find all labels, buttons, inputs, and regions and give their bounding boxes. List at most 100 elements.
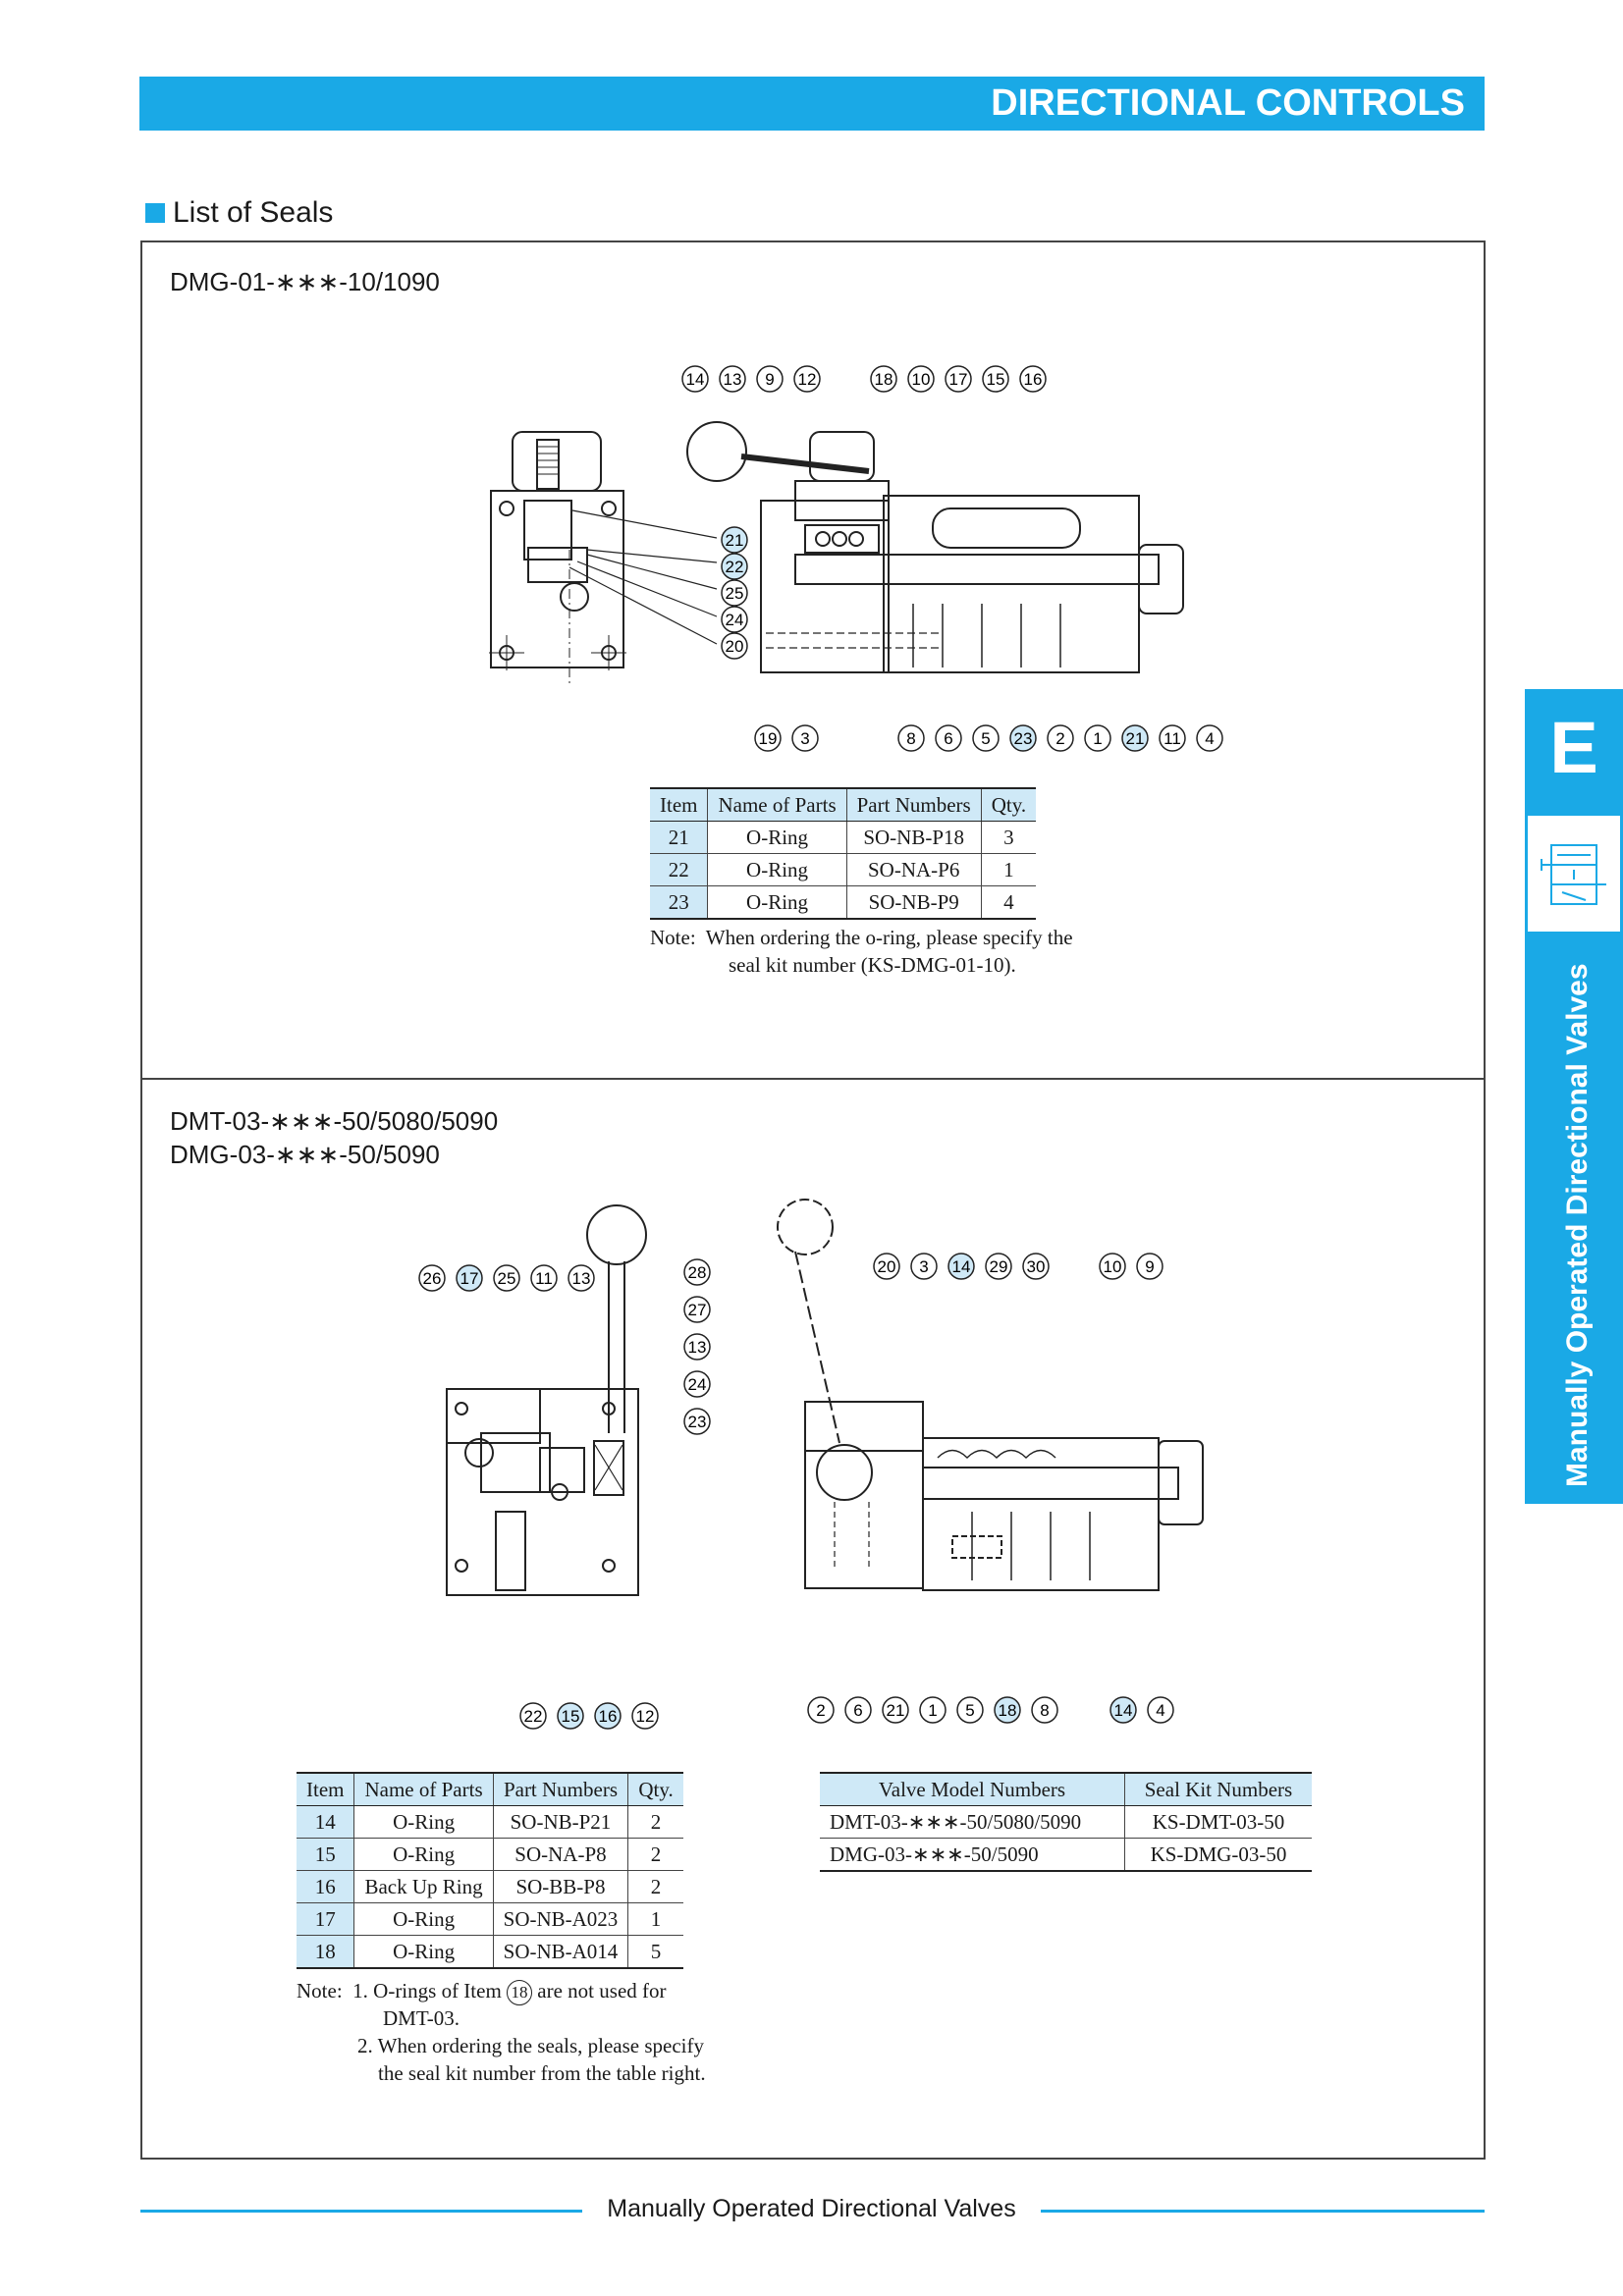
callout-number: 13 <box>724 370 742 389</box>
callout-number: 3 <box>919 1257 928 1276</box>
callout-number: 6 <box>853 1701 862 1720</box>
col-seal-kit: Seal Kit Numbers <box>1124 1772 1312 1806</box>
callout-circle <box>1121 724 1149 752</box>
callout-number: 14 <box>1114 1701 1133 1720</box>
callout-number: 16 <box>1024 370 1043 389</box>
callout-circle <box>807 1696 835 1724</box>
seal-kit-table: Valve Model Numbers Seal Kit Numbers DMT… <box>820 1772 1312 1872</box>
col-qty: Qty. <box>980 787 1037 822</box>
callout-circle <box>882 1696 909 1724</box>
callout-circle <box>1009 724 1037 752</box>
callout-number: 5 <box>965 1701 974 1720</box>
callout-circle <box>1099 1253 1126 1280</box>
section-title: List of Seals <box>145 196 333 230</box>
callout-circle <box>631 1702 659 1730</box>
item-callout: 18 <box>507 1980 533 2005</box>
callout-number: 5 <box>981 729 990 748</box>
callout-circle <box>721 579 748 607</box>
callout-circle <box>418 1264 446 1292</box>
callout-circle <box>1109 1696 1137 1724</box>
side-tab-letter: E <box>1525 689 1623 807</box>
side-tab-label: Manually Operated Directional Valves <box>1561 963 1594 1487</box>
callout-circle <box>985 1253 1012 1280</box>
callout-circle <box>721 632 748 660</box>
panel2-note-2: 2. When ordering the seals, please speci… <box>357 2034 704 2057</box>
callout-circle <box>683 1296 711 1323</box>
callout-circle <box>568 1264 595 1292</box>
callout-circle <box>756 365 784 393</box>
footer-line-right <box>1041 2210 1485 2213</box>
callout-circle <box>1084 724 1111 752</box>
footer-text: Manually Operated Directional Valves <box>607 2195 1016 2222</box>
callout-circle <box>721 526 748 554</box>
callout-circle <box>530 1264 558 1292</box>
callout-number: 21 <box>887 1701 905 1720</box>
col-qty: Qty. <box>627 1772 683 1806</box>
callout-number: 15 <box>987 370 1005 389</box>
footer-line-left <box>140 2210 582 2213</box>
panel1-note-line2: seal kit number (KS-DMG-01-10). <box>729 953 1016 977</box>
svg-text:Manually Operated Directional: Manually Operated Directional Valves <box>1561 963 1594 1487</box>
callout-circle <box>910 1253 938 1280</box>
callout-number: 25 <box>498 1269 516 1288</box>
callout-number: 24 <box>726 611 744 629</box>
panel1-model: DMG-01-∗∗∗-10/1090 <box>170 267 440 296</box>
callout-circle <box>1196 724 1223 752</box>
callout-circle <box>982 365 1009 393</box>
callout-number: 2 <box>816 1701 825 1720</box>
callout-circle <box>721 553 748 580</box>
callout-circle <box>873 1253 900 1280</box>
callout-circle <box>1136 1253 1163 1280</box>
col-item: Item <box>297 1772 354 1806</box>
callout-number: 9 <box>1145 1257 1154 1276</box>
callout-number: 13 <box>572 1269 591 1288</box>
callout-circle <box>719 365 746 393</box>
callout-number: 10 <box>1104 1257 1122 1276</box>
panel2-model-1: DMT-03-∗∗∗-50/5080/5090 <box>170 1106 499 1136</box>
callout-circle <box>791 724 819 752</box>
col-part: Part Numbers <box>845 787 982 822</box>
callout-number: 30 <box>1027 1257 1046 1276</box>
callout-circle <box>1019 365 1047 393</box>
valve-symbol-icon <box>1527 815 1621 933</box>
callout-number: 23 <box>688 1413 707 1431</box>
panel2-model-2: DMG-03-∗∗∗-50/5090 <box>170 1140 440 1169</box>
page-header: DIRECTIONAL CONTROLS <box>139 77 1485 131</box>
callout-number: 26 <box>423 1269 442 1288</box>
callout-number: 12 <box>636 1707 655 1726</box>
callout-number: 3 <box>800 729 809 748</box>
callout-number: 2 <box>1055 729 1064 748</box>
callout-circle <box>945 365 972 393</box>
callout-number: 14 <box>686 370 705 389</box>
callout-number: 8 <box>1040 1701 1049 1720</box>
callout-number: 9 <box>765 370 774 389</box>
callout-circle <box>919 1696 947 1724</box>
col-name: Name of Parts <box>707 787 847 822</box>
callout-circle <box>1159 724 1186 752</box>
callout-circle <box>754 724 782 752</box>
callout-circle <box>1047 724 1074 752</box>
panel-divider <box>140 1078 1486 1080</box>
callout-number: 17 <box>460 1269 479 1288</box>
side-view-2 <box>777 1199 1204 1591</box>
callout-circle <box>493 1264 520 1292</box>
callout-number: 28 <box>688 1263 707 1282</box>
col-part: Part Numbers <box>492 1772 628 1806</box>
panel2-note-1: Note: 1. O-rings of Item 18 are not used… <box>297 1977 667 2005</box>
callout-number: 12 <box>798 370 817 389</box>
callout-number: 25 <box>726 584 744 603</box>
callout-circle <box>1022 1253 1050 1280</box>
callout-circle <box>683 1408 711 1435</box>
callout-number: 8 <box>906 729 915 748</box>
